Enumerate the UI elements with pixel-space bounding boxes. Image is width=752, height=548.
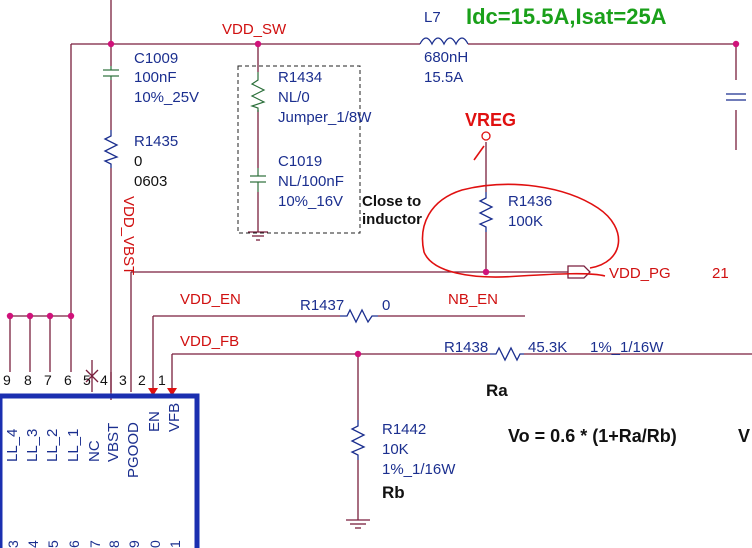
pin-name: EN xyxy=(146,411,163,432)
c1019-tol: 10%_16V xyxy=(278,193,343,210)
svg-text:6: 6 xyxy=(66,540,82,548)
r1442-tol: 1%_1/16W xyxy=(382,461,456,478)
net-label-vreg: VREG xyxy=(465,110,516,130)
pin-name: NC xyxy=(86,440,103,462)
capacitor-edge-symbol xyxy=(726,93,746,101)
pin-name: VFB xyxy=(166,403,183,432)
r1438-value: 45.3K xyxy=(528,339,567,356)
svg-text:4: 4 xyxy=(25,540,41,548)
ic-pin-names: LL_4 LL_3 LL_2 LL_1 NC VBST PGOOD EN VFB xyxy=(4,403,183,478)
c1019-value: NL/100nF xyxy=(278,173,344,190)
svg-text:5: 5 xyxy=(45,540,61,548)
net-label-vdd-pg: VDD_PG xyxy=(609,265,671,282)
pmic-ic-body xyxy=(0,393,200,548)
svg-text:9: 9 xyxy=(126,540,142,548)
pin-number: 6 xyxy=(64,372,72,388)
pin-number: 5 xyxy=(83,372,91,388)
resistor-r1438-symbol xyxy=(490,346,524,362)
markup-tick xyxy=(473,145,485,161)
r1436-ref: R1436 xyxy=(508,193,552,210)
pin-arrows xyxy=(148,388,177,396)
c1019-ref: C1019 xyxy=(278,153,322,170)
pin-number: 2 xyxy=(138,372,146,388)
vdd-pg-page-ref: 21 xyxy=(712,265,729,282)
net-label-vdd-fb: VDD_FB xyxy=(180,333,239,350)
resistor-r1434-symbol xyxy=(250,72,266,112)
wires xyxy=(9,0,752,520)
ground-icon xyxy=(248,231,268,241)
r1434-note: Jumper_1/8W xyxy=(278,109,372,126)
close-to-inductor-box xyxy=(237,65,361,234)
r1442-value: 10K xyxy=(382,441,409,458)
r1438-ref: R1438 xyxy=(444,339,488,356)
resistor-r1436-symbol xyxy=(478,192,494,232)
r1434-ref: R1434 xyxy=(278,69,322,86)
pin-name: LL_4 xyxy=(4,429,21,462)
resistor-r1442-symbol xyxy=(350,420,366,460)
l7-current: 15.5A xyxy=(424,69,463,86)
net-label-vdd-vbst: VDD_VBST xyxy=(120,196,137,275)
r1437-ref: R1437 xyxy=(300,297,344,314)
r1435-size: 0603 xyxy=(134,173,167,190)
svg-text:0: 0 xyxy=(147,540,163,548)
capacitor-c1009-symbol xyxy=(103,66,119,80)
pin-name: LL_3 xyxy=(24,429,41,462)
r1435-ref: R1435 xyxy=(134,133,178,150)
ic-bottom-numbers: 3 4 5 6 7 8 9 0 1 xyxy=(5,540,183,548)
r1442-ref: R1442 xyxy=(382,421,426,438)
pin-number: 4 xyxy=(100,372,108,388)
output-voltage-formula: Vo = 0.6 * (1+Ra/Rb) xyxy=(508,426,677,446)
no-connect-icon xyxy=(85,369,99,383)
vreg-terminal-icon xyxy=(481,131,491,141)
inductor-l7-symbol xyxy=(419,37,469,46)
c1009-tol: 10%_25V xyxy=(134,89,199,106)
r1438-tol: 1%_1/16W xyxy=(590,339,664,356)
svg-text:3: 3 xyxy=(5,540,21,548)
ra-label: Ra xyxy=(486,381,508,400)
l7-value: 680nH xyxy=(424,49,468,66)
pin-name: PGOOD xyxy=(125,422,142,478)
ground-icon xyxy=(346,519,370,529)
pin-name: VBST xyxy=(105,423,122,462)
r1435-value: 0 xyxy=(134,153,142,170)
r1437-value: 0 xyxy=(382,297,390,314)
net-label-nb-en: NB_EN xyxy=(448,291,498,308)
r1434-value: NL/0 xyxy=(278,89,310,106)
junctions xyxy=(6,40,740,358)
svg-text:8: 8 xyxy=(106,540,122,548)
formula-overflow-text: V xyxy=(738,426,750,446)
pin-number: 7 xyxy=(44,372,52,388)
c1009-value: 100nF xyxy=(134,69,177,86)
pin-name: LL_1 xyxy=(65,429,82,462)
markup-circle xyxy=(421,183,620,278)
svg-text:7: 7 xyxy=(87,540,103,548)
capacitor-c1019-symbol xyxy=(250,168,266,192)
pin-number: 9 xyxy=(3,372,11,388)
l7-ref: L7 xyxy=(424,9,441,26)
close-note-line2: inductor xyxy=(362,211,422,228)
ic-pin-numbers: 9 8 7 6 5 4 3 2 1 xyxy=(3,372,166,388)
net-label-vdd-en: VDD_EN xyxy=(180,291,241,308)
pin-name: LL_2 xyxy=(44,429,61,462)
c1009-ref: C1009 xyxy=(134,50,178,67)
vdd-pg-offpage-icon xyxy=(567,265,591,279)
pin-number: 8 xyxy=(24,372,32,388)
net-label-vdd-sw: VDD_SW xyxy=(222,21,287,38)
inductor-spec-note: Idc=15.5A,Isat=25A xyxy=(466,4,667,29)
resistor-r1435-symbol xyxy=(103,130,119,168)
close-note-line1: Close to xyxy=(362,193,421,210)
resistor-r1437-symbol xyxy=(340,308,378,324)
rb-label: Rb xyxy=(382,483,405,502)
pin-number: 1 xyxy=(158,372,166,388)
pin-number: 3 xyxy=(119,372,127,388)
r1436-value: 100K xyxy=(508,213,543,230)
svg-text:1: 1 xyxy=(167,540,183,548)
